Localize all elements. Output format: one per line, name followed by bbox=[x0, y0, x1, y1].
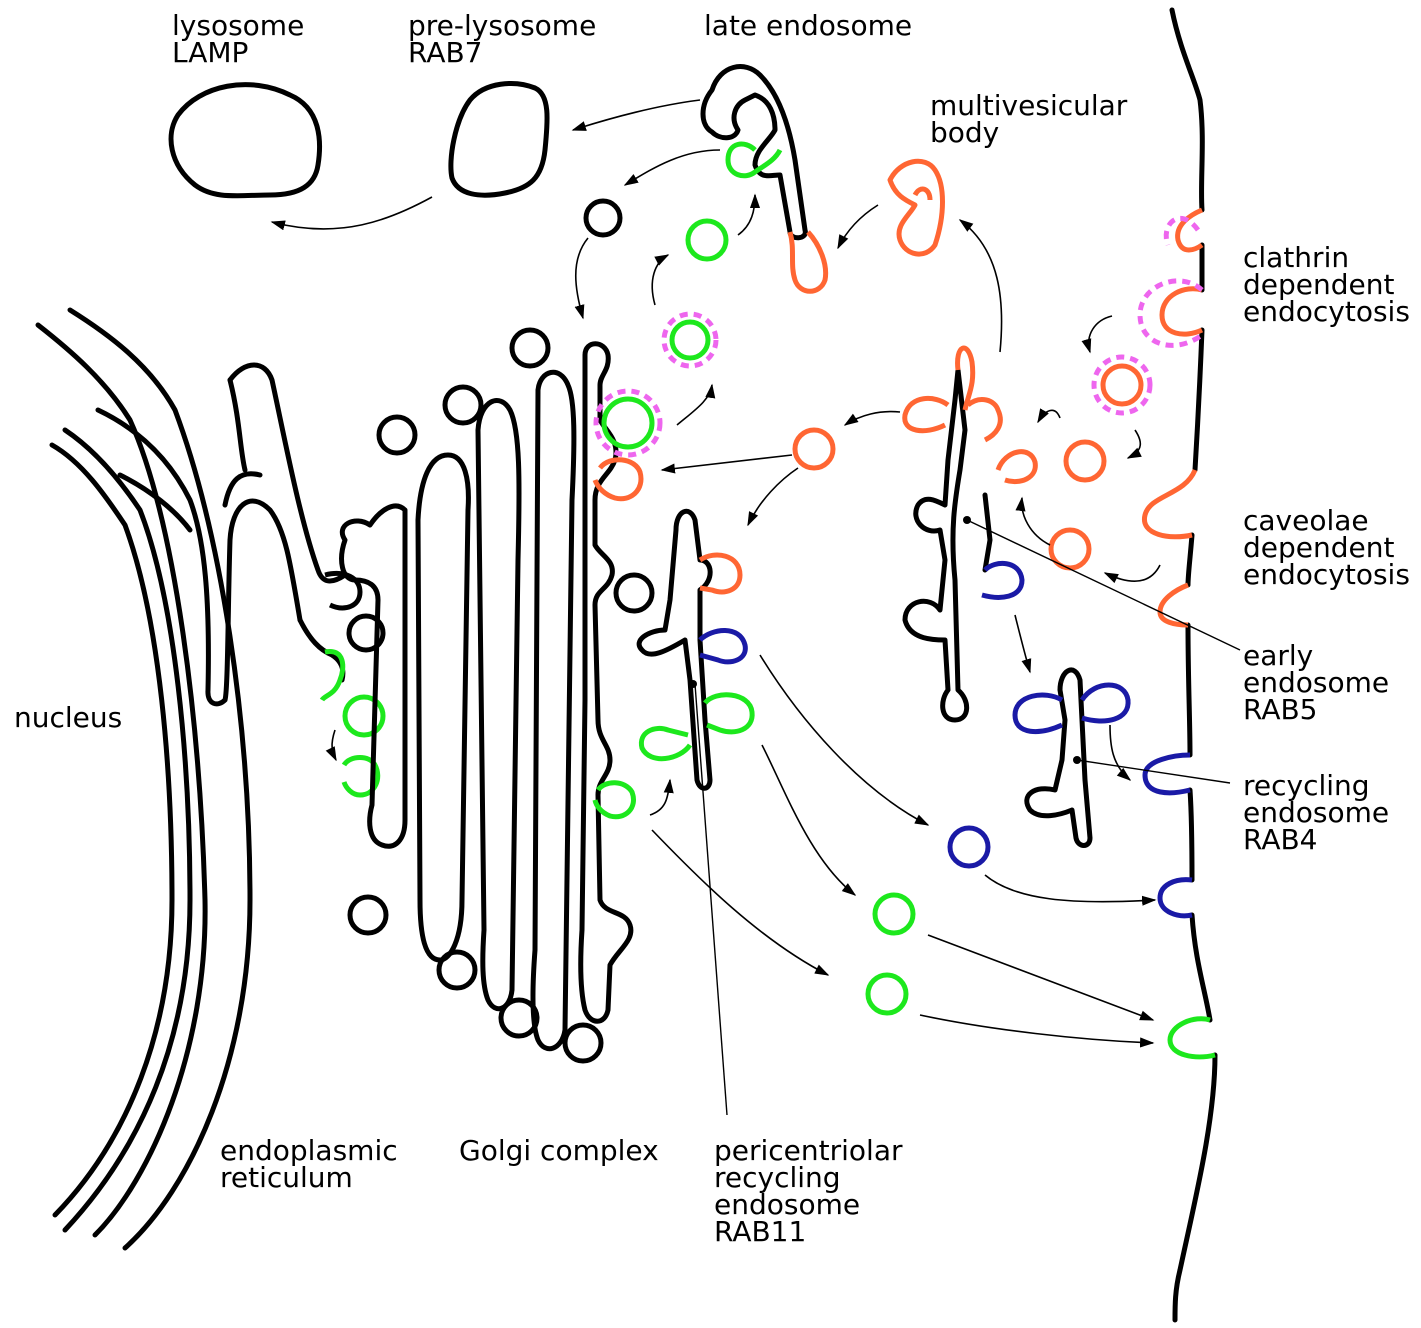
early-endosome bbox=[905, 370, 990, 720]
label-golgi-complex: Golgi complex bbox=[459, 1137, 659, 1164]
label-nucleus: nucleus bbox=[14, 704, 122, 731]
early-endosome-buds bbox=[905, 348, 1036, 597]
multivesicular-body bbox=[890, 161, 943, 254]
plasma-membrane bbox=[1172, 10, 1215, 1320]
lysosome bbox=[171, 85, 319, 196]
nuclear-envelope bbox=[38, 310, 250, 1248]
late-endosome-buds bbox=[664, 144, 826, 366]
recycling-endosome-buds bbox=[950, 685, 1128, 866]
pre-lysosome bbox=[451, 84, 547, 196]
label-late-endosome: late endosome bbox=[704, 12, 912, 39]
endoplasmic-reticulum bbox=[98, 365, 345, 704]
golgi-vesicles bbox=[350, 330, 652, 1061]
pericentriolar-buds bbox=[641, 555, 752, 759]
